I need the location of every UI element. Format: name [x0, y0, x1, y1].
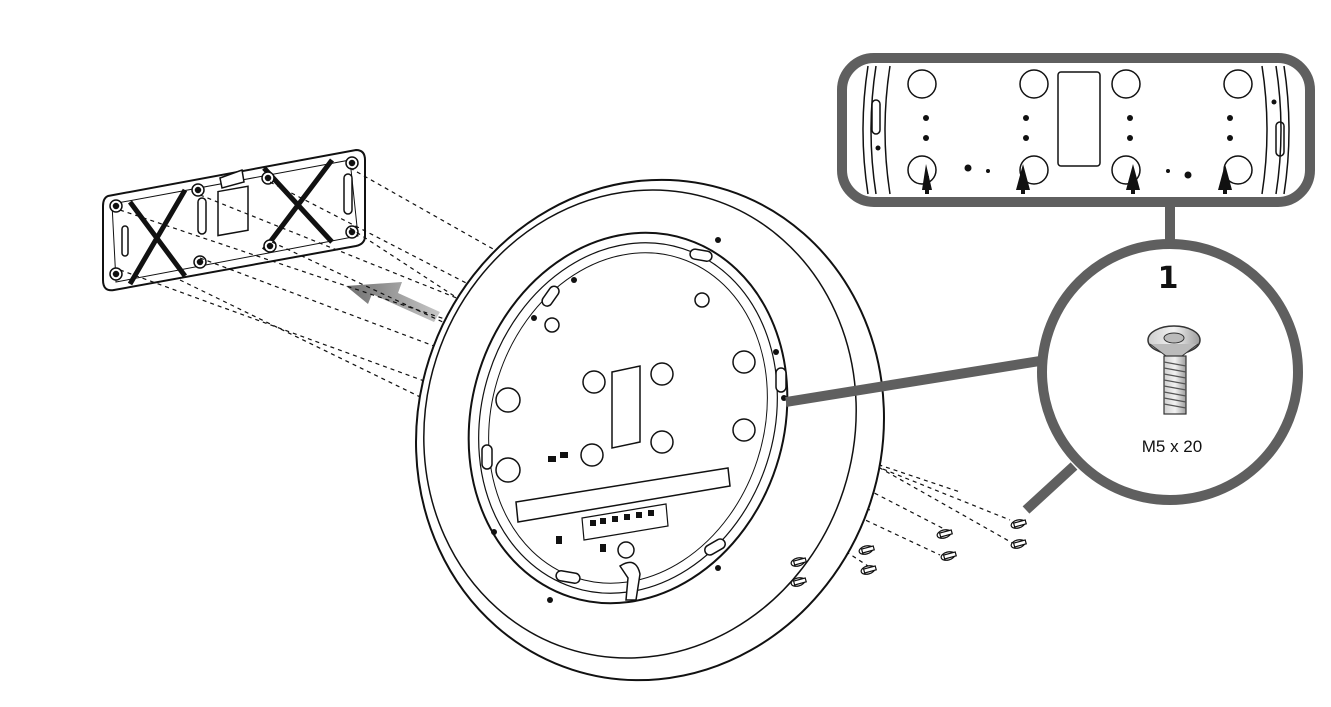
detail-callout: [837, 53, 1315, 207]
screw-spec-label: M5 x 20: [1142, 437, 1202, 456]
screw-callout: 1 M5 x 20: [1037, 239, 1303, 505]
alignment-arrows: [922, 164, 1232, 194]
screw-icon: [1147, 325, 1201, 415]
loose-screws: [790, 519, 1027, 587]
ring-housing: [415, 178, 885, 682]
callout-number: 1: [1158, 261, 1179, 296]
mounting-plate: [102, 148, 366, 292]
